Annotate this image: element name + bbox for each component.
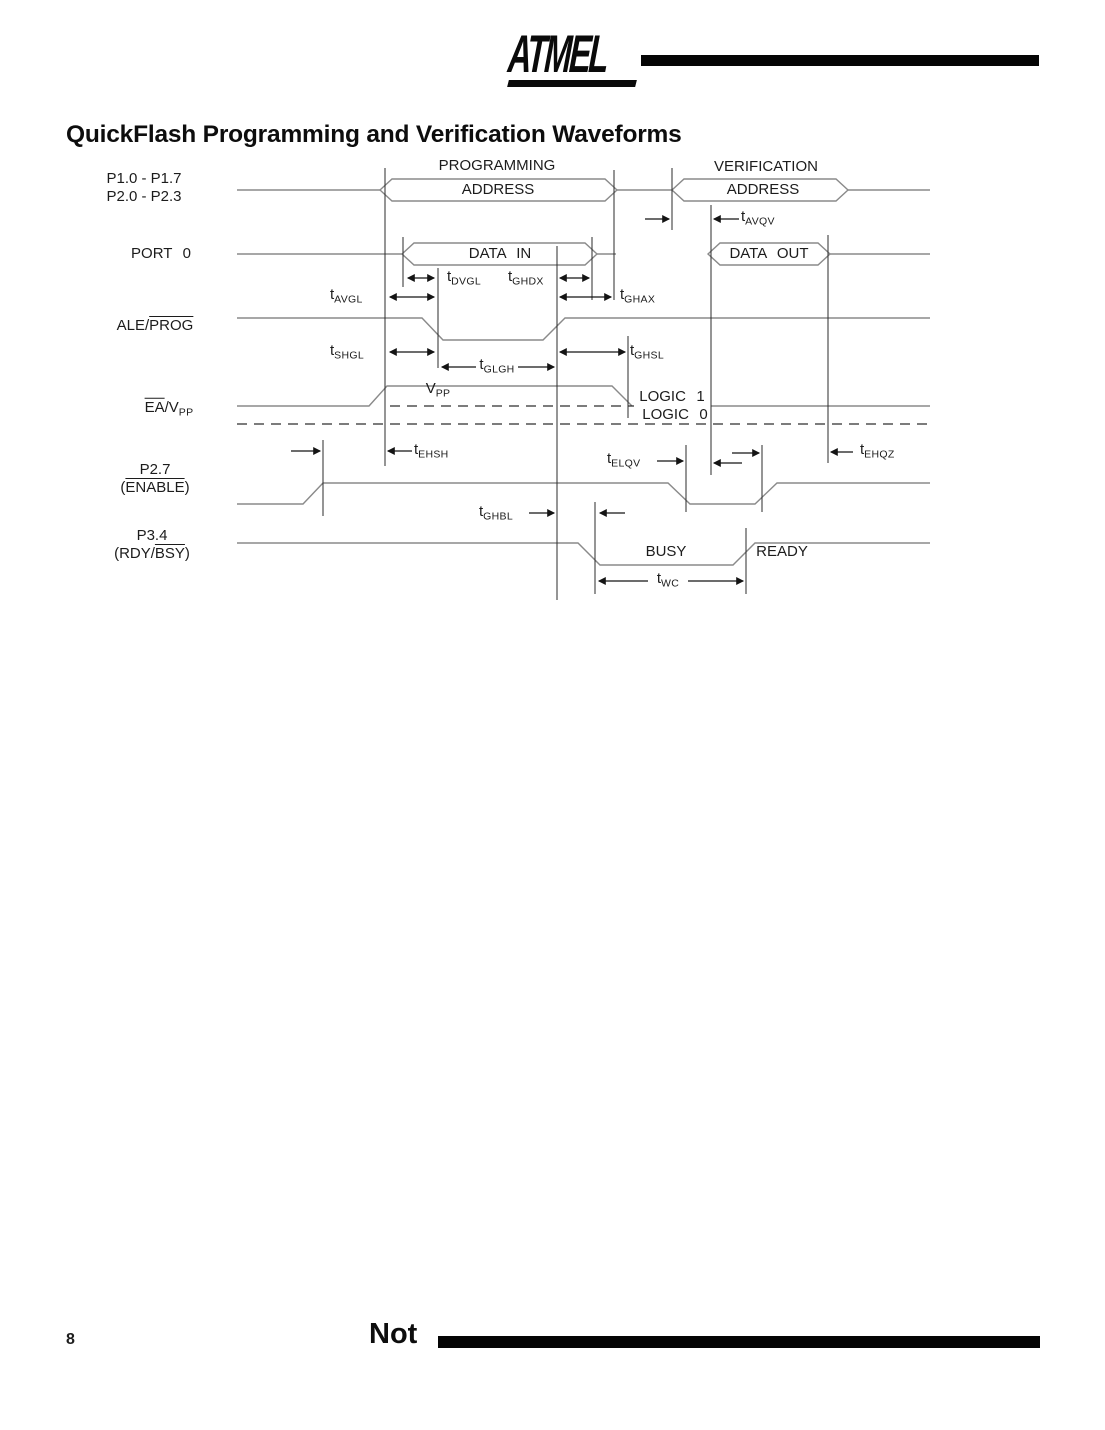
verif-address-bus-label: ADDRESS — [726, 181, 800, 198]
timing-label-tglgh: tGLGH — [479, 356, 514, 379]
phase-label-programming: PROGRAMMING — [438, 157, 556, 174]
tghdx-main: t — [508, 267, 513, 285]
ale-label-plain: ALE/ — [116, 317, 150, 334]
p34-label: P3.4 — [136, 527, 168, 544]
prog-address-bus-shape — [378, 178, 619, 202]
p27-enable-waveform — [237, 482, 930, 505]
enable-paren-close: ) — [184, 479, 190, 496]
tavgl-main: t — [330, 285, 335, 303]
vpp-level-label: VPP — [426, 380, 451, 403]
telqv-main: t — [607, 449, 612, 467]
timing-diagram-graphics — [237, 168, 930, 600]
signal-label-ale-prog: ALE/PROG — [117, 317, 194, 335]
tghbl-sub: GHBL — [483, 510, 513, 523]
phase-label-verification: VERIFICATION — [714, 158, 818, 175]
tshgl-sub: SHGL — [334, 349, 364, 362]
timing-label-tghax: tGHAX — [620, 286, 655, 309]
tdvgl-main: t — [447, 267, 452, 285]
tshgl-main: t — [330, 341, 335, 359]
tghbl-main: t — [479, 502, 484, 520]
timing-label-tshgl: tSHGL — [330, 342, 364, 365]
tghax-sub: GHAX — [624, 293, 656, 306]
signal-label-ea-vpp: EA/VPP — [145, 399, 194, 422]
tehsh-main: t — [414, 440, 419, 458]
timing-label-tghsl: tGHSL — [630, 342, 664, 365]
page-title: QuickFlash Programming and Verification … — [66, 121, 682, 148]
signal-waveforms — [237, 178, 930, 566]
tdvgl-sub: DVGL — [451, 275, 481, 288]
logic-level-dashed-lines — [237, 405, 930, 425]
data-out-bus-shape — [706, 242, 832, 266]
tghsl-sub: GHSL — [634, 349, 664, 362]
footer-cut-text: Not — [369, 1318, 418, 1350]
logic1-label: LOGIC 1 — [639, 388, 705, 405]
page-number: 8 — [66, 1331, 75, 1348]
enable-paren-open: ( — [120, 479, 126, 496]
twc-sub: WC — [661, 577, 680, 590]
signal-label-p1: P1.0 - P1.7 — [106, 170, 182, 187]
logic0-label: LOGIC 0 — [642, 406, 708, 423]
enable-label: (ENABLE) — [120, 479, 189, 497]
p27-label: P2.7 — [139, 461, 171, 478]
timing-label-tghbl: tGHBL — [479, 503, 513, 526]
footer-rule-bar — [438, 1336, 1040, 1348]
busy-state-label: BUSY — [645, 543, 687, 560]
rdybsy-paren-close: ) — [184, 545, 190, 562]
tavgl-sub: AVGL — [334, 293, 363, 306]
timing-label-tavgl: tAVGL — [330, 286, 363, 309]
signal-label-p34-rdybsy: P3.4 (RDY/BSY) — [114, 527, 190, 563]
tghsl-main: t — [630, 341, 635, 359]
p34-rdybsy-waveform — [237, 542, 930, 566]
data-in-bus-label: DATA IN — [468, 245, 532, 262]
signal-label-p2: P2.0 - P2.3 — [106, 188, 182, 205]
timing-label-tavqv: tAVQV — [741, 208, 775, 231]
ea-vpp-waveform — [237, 385, 930, 407]
data-out-bus-label: DATA OUT — [729, 245, 809, 262]
tehsh-sub: EHSH — [418, 448, 449, 461]
tehqz-main: t — [860, 440, 865, 458]
timing-label-tdvgl: tDVGL — [447, 268, 481, 291]
header-rule-bar — [641, 55, 1039, 66]
rdybsy-label: (RDY/BSY) — [114, 545, 190, 563]
dimension-reference-lines — [322, 168, 829, 600]
verif-address-bus-shape — [670, 178, 850, 202]
rdy-label-plain: (RDY/ — [114, 545, 155, 562]
ready-state-label: READY — [756, 543, 808, 560]
timing-label-tghdx: tGHDX — [508, 268, 544, 291]
vpp-main: V — [425, 379, 436, 397]
prog-address-bus-label: ADDRESS — [461, 181, 535, 198]
timing-label-telqv: tELQV — [607, 450, 640, 473]
vpp-subscript: PP — [435, 387, 451, 400]
timing-label-tehqz: tEHQZ — [860, 441, 895, 464]
tehqz-sub: EHQZ — [864, 448, 895, 461]
timing-label-twc: tWC — [657, 570, 679, 593]
tghax-main: t — [620, 285, 625, 303]
ale-prog-waveform — [237, 317, 930, 341]
ea-label-overline: EA — [144, 398, 165, 416]
bsy-label-overline: BSY — [154, 545, 185, 562]
tghdx-sub: GHDX — [512, 275, 544, 288]
tglgh-sub: GLGH — [483, 363, 515, 376]
dimension-arrows — [291, 215, 853, 585]
ea-label-subscript: PP — [178, 406, 194, 419]
twc-main: t — [656, 569, 662, 587]
signal-label-p27-enable: P2.7 (ENABLE) — [120, 461, 189, 497]
signal-label-address-lines: P1.0 - P1.7 P2.0 - P2.3 — [106, 170, 181, 206]
tavqv-sub: AVQV — [745, 215, 775, 228]
enable-label-overline: ENABLE — [125, 479, 185, 496]
ea-label-plain: /V — [164, 398, 179, 416]
telqv-sub: ELQV — [611, 457, 641, 470]
tglgh-main: t — [479, 355, 484, 373]
prog-label-overline: PROG — [149, 317, 194, 334]
data-in-bus-shape — [400, 242, 599, 266]
timing-label-tehsh: tEHSH — [414, 441, 449, 464]
tavqv-main: t — [741, 207, 746, 225]
signal-label-port0: PORT 0 — [131, 245, 191, 262]
